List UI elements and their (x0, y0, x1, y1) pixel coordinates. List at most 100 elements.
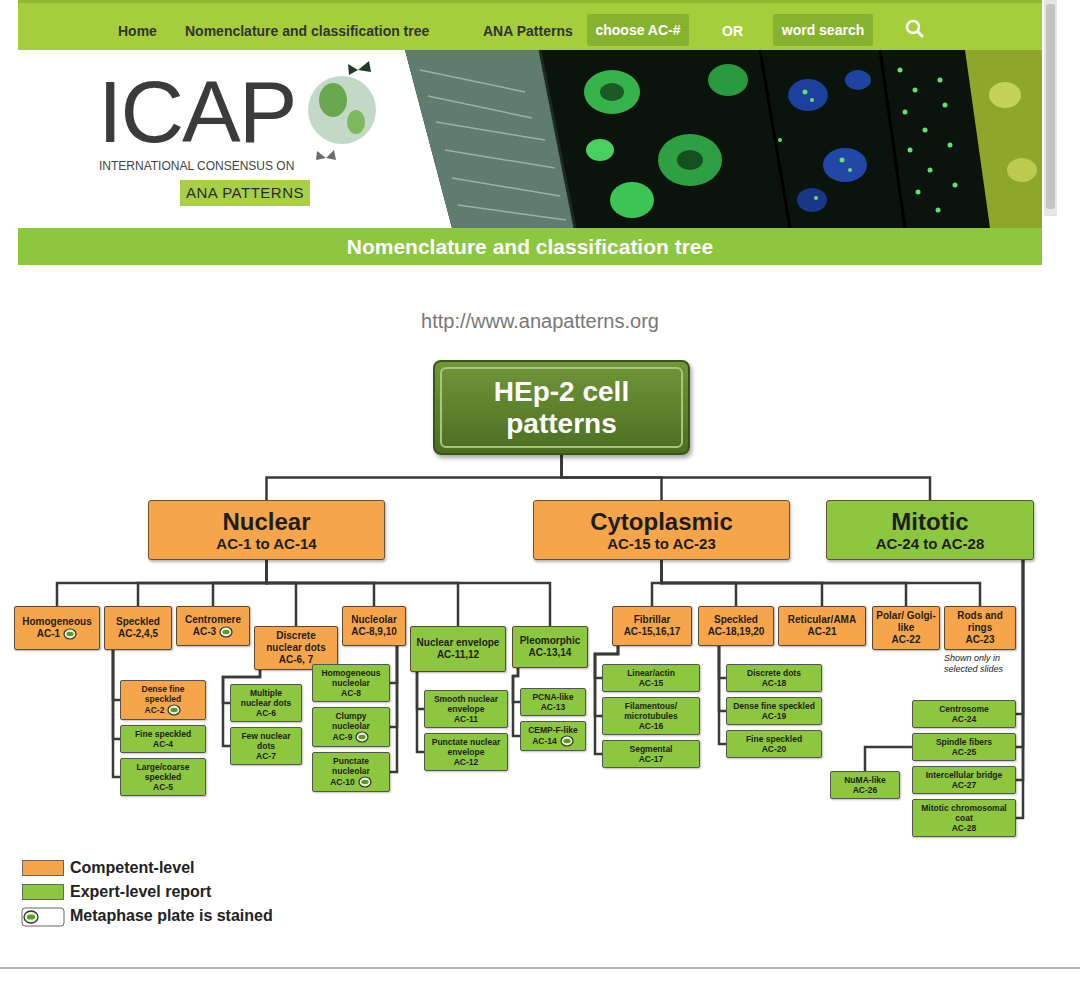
metaphase-plate (361, 780, 368, 784)
code-row: AC-9 (317, 731, 385, 743)
pattern-group-box: Rods and ringsAC-23 (944, 606, 1016, 650)
search-icon (907, 21, 922, 36)
metaphase-plate (67, 632, 74, 636)
button-label: choose AC-# (593, 22, 683, 39)
banner-dots (778, 68, 958, 213)
pattern-name: Speckled (702, 614, 770, 626)
ac-code: AC-16 (607, 721, 695, 731)
ac-range: AC-15 to AC-23 (540, 535, 783, 552)
decoration (814, 196, 818, 200)
metaphase-plate (171, 708, 178, 712)
ac-code: AC-2,4,5 (108, 628, 168, 640)
banner-fibres (405, 50, 575, 228)
root-box: HEp-2 cell patterns (433, 360, 690, 455)
category-name: Mitotic (833, 508, 1027, 536)
pattern-box: Clumpy nucleolarAC-9 (312, 707, 390, 747)
decoration (803, 90, 808, 95)
ac-code: AC-1 (37, 628, 60, 640)
metaphase-outline (220, 627, 232, 637)
nav-button: choose AC-# (587, 14, 689, 46)
tree-connector (57, 560, 267, 606)
metaphase-outline (64, 629, 76, 639)
ac-code: AC-9 (333, 732, 353, 742)
nav-link: Nomenclature and classification tree (185, 23, 429, 39)
legend-text: Competent-level (70, 858, 194, 878)
ac-code: AC-23 (948, 634, 1012, 646)
metaphase-plate (563, 739, 570, 743)
pattern-box: CentrosomeAC-24 (912, 700, 1016, 728)
nav-link: Home (118, 23, 157, 39)
tree-connector (213, 560, 267, 606)
pattern-box: Few nuclear dotsAC-7 (230, 727, 302, 765)
pattern-name: Intercellular bridge (917, 770, 1011, 780)
tree-connector (562, 455, 931, 500)
pattern-box: Dense fine speckledAC-19 (726, 697, 822, 725)
category-name: Nuclear (155, 508, 378, 536)
code-row: AC-14 (525, 735, 581, 747)
tree-connector (417, 672, 424, 752)
button-label: word search (779, 22, 867, 39)
metaphase-icon (358, 776, 372, 788)
logo-wordmark: ICAP (98, 68, 295, 156)
ac-range: AC-24 to AC-28 (833, 535, 1027, 552)
decoration (936, 208, 941, 213)
decoration (938, 78, 943, 83)
pattern-group-box: PleomorphicAC-13,14 (512, 626, 588, 668)
globe-logo (308, 61, 376, 160)
code-row: AC-1 (18, 628, 96, 640)
logo-subtitle: INTERNATIONAL CONSENSUS ON (99, 159, 294, 173)
banner-panel (965, 50, 1042, 228)
tree-connector (513, 668, 520, 736)
page-title: Nomenclature and classification tree (18, 228, 1042, 265)
pattern-name: Multiple nuclear dots (235, 688, 297, 708)
banner-divider (760, 50, 790, 228)
pattern-name: Reticular/AMA (782, 614, 862, 626)
pattern-name: Dense fine speckled (731, 701, 817, 711)
root-label: HEp-2 cell patterns (461, 376, 662, 439)
pattern-name: Homogeneous (18, 616, 96, 628)
globe (308, 76, 376, 144)
tree-connector (719, 646, 726, 744)
pattern-name: Few nuclear dots (235, 731, 297, 751)
pattern-box: Large/coarse speckledAC-5 (120, 758, 206, 796)
ac-code: AC-3 (193, 626, 216, 638)
ac-code: AC-22 (876, 634, 936, 646)
ac-code: AC-8 (317, 688, 385, 698)
nav-bar (18, 0, 1042, 50)
ac-code: AC-13 (525, 702, 581, 712)
pattern-name: Centromere (180, 614, 246, 626)
banner-nucleus (788, 79, 828, 111)
ac-code: AC-25 (917, 747, 1011, 757)
pattern-box: Mitotic chromosomal coatAC-28 (912, 799, 1016, 837)
pattern-name: Speckled (108, 616, 168, 628)
ac-code: AC-15 (607, 678, 695, 688)
pattern-name: Rods and rings (948, 610, 1012, 634)
ac-code: AC-14 (532, 736, 557, 746)
pattern-box: Punctate nucleolarAC-10 (312, 752, 390, 792)
pattern-name: Punctate nucleolar (317, 756, 385, 776)
metaphase-plate (359, 735, 366, 739)
ac-code: AC-5 (125, 782, 201, 792)
ac-code: AC-8,9,10 (346, 626, 402, 638)
pattern-box: Punctate nuclear envelopeAC-12 (424, 733, 508, 771)
code-row: AC-3 (180, 626, 246, 638)
decoration (923, 128, 928, 133)
metaphase-icon (560, 735, 574, 747)
pattern-name: Pleomorphic (516, 635, 584, 647)
pattern-box: Smooth nuclear envelopeAC-11 (424, 690, 508, 728)
pattern-group-box: Nuclear envelopeAC-11,12 (410, 626, 506, 672)
code-row: AC-10 (317, 776, 385, 788)
pattern-name: Filamentous/ microtubules (607, 701, 695, 721)
pattern-name: Segmental (607, 744, 695, 754)
microscopy-banner (405, 50, 1042, 228)
tree-connector (267, 560, 297, 626)
metaphase-outline (168, 705, 180, 715)
metaphase-outline (24, 911, 38, 923)
pattern-name: Clumpy nucleolar (317, 711, 385, 731)
pattern-box: SegmentalAC-17 (602, 740, 700, 768)
globe-land (347, 110, 365, 134)
footer-rule (0, 967, 1080, 969)
pattern-name: PCNA-like (525, 692, 581, 702)
legend-text: Expert-level report (70, 882, 211, 902)
legend-text: Metaphase plate is stained (70, 906, 273, 926)
